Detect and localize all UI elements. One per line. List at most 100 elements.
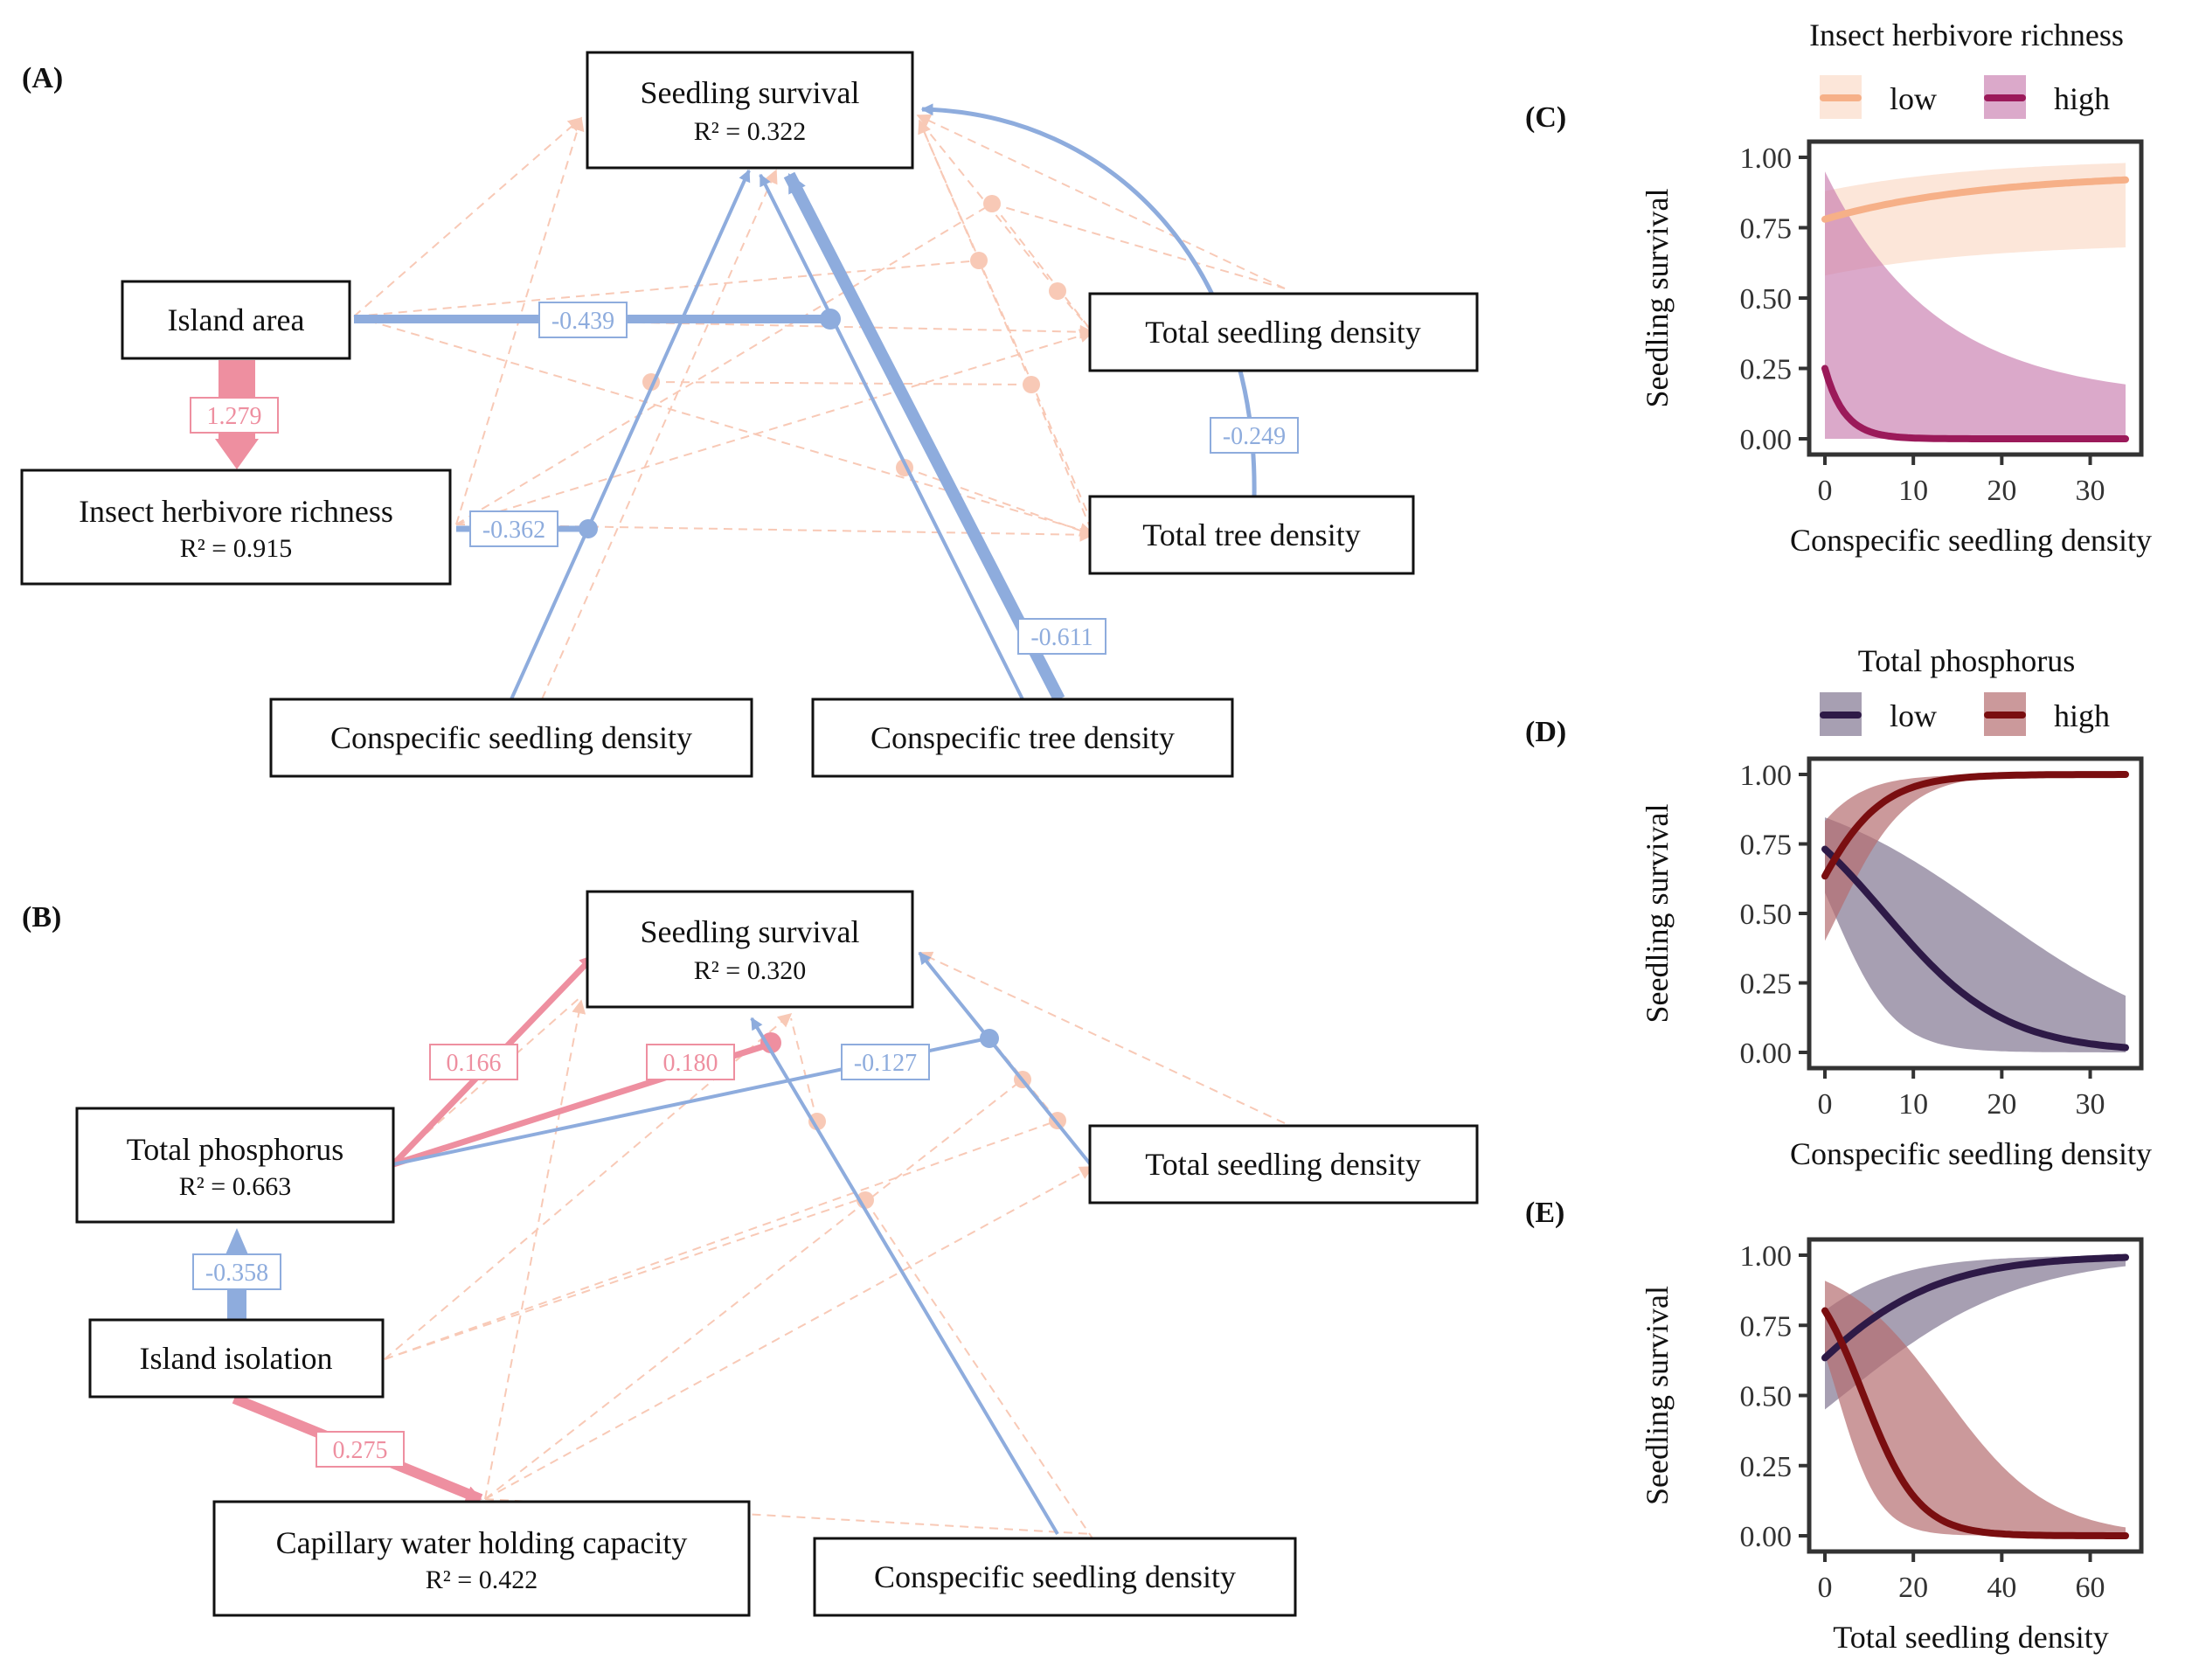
node-a-island-area: Island area <box>121 280 351 360</box>
path-a-conspecific-tree <box>759 173 1024 700</box>
y-tick-label: 0.25 <box>1740 968 1793 1001</box>
node-b-total-phosphorus: Total phosphorus R² = 0.663 <box>75 1107 395 1224</box>
node-b-consp-seedling-title: Conspecific seedling density <box>874 1559 1236 1594</box>
x-tick-label: 30 <box>2076 475 2105 507</box>
panel-b-label: (B) <box>22 901 61 934</box>
x-tick-label: 30 <box>2076 1088 2105 1121</box>
panel-a-negative-paths <box>354 103 1257 703</box>
band-low <box>1825 1255 2126 1410</box>
path-a-richness-totalseedling <box>455 329 1094 525</box>
node-b-capillary-box <box>212 1500 751 1617</box>
node-a-insect-richness-box <box>20 469 452 586</box>
coef-a-consptree-survival: -0.611 <box>1017 618 1106 655</box>
dot-a-3 <box>1049 282 1066 300</box>
path-b-totalseedling-survival-neg <box>918 951 1094 1169</box>
panel-a-nodes: Seedling survival R² = 0.322 Island area… <box>20 51 1479 778</box>
panel-b-positive-paths <box>232 953 781 1504</box>
coef-b-tp-survival-text: 0.166 <box>447 1050 502 1077</box>
path-a-interaction-j <box>904 467 1093 536</box>
path-b-capillary-survival <box>484 999 586 1500</box>
x-tick-label: 0 <box>1818 475 1833 507</box>
panel-a: 1.279 -0.439 -0.362 -0.249 -0.611 <box>20 51 1479 778</box>
coef-b-tp-interaction-consp-box <box>646 1044 735 1080</box>
y-tick-label: 0.75 <box>1740 830 1793 862</box>
coef-a-area-interaction: -0.439 <box>538 302 628 338</box>
panel-b-nonsig-dots <box>808 1071 1066 1209</box>
node-a-total-tree-title: Total tree density <box>1142 517 1360 552</box>
coef-b-tp-interaction-total-text: -0.127 <box>854 1050 917 1077</box>
node-b-capillary: Capillary water holding capacity R² = 0.… <box>212 1500 751 1617</box>
node-a-insect-richness: Insect herbivore richness R² = 0.915 <box>20 469 452 586</box>
node-a-insect-richness-r2: R² = 0.915 <box>180 534 292 563</box>
node-b-seedling-survival-box <box>586 890 914 1009</box>
node-b-capillary-title: Capillary water holding capacity <box>276 1525 688 1560</box>
node-b-island-isolation-title: Island isolation <box>140 1341 333 1376</box>
node-a-consp-tree-title: Conspecific tree density <box>871 720 1175 755</box>
node-b-island-isolation: Island isolation <box>88 1318 385 1399</box>
dot-b-1 <box>808 1113 826 1130</box>
y-tick-label: 0.75 <box>1740 1310 1793 1343</box>
coef-b-isolation-tp-box <box>192 1253 281 1290</box>
node-a-seedling-survival: Seedling survival R² = 0.322 <box>586 51 914 170</box>
node-b-capillary-r2: R² = 0.422 <box>426 1565 538 1594</box>
panel-label: (E) <box>1525 1197 1564 1229</box>
coef-a-richness-interaction: -0.362 <box>469 510 558 547</box>
path-a-interaction-c <box>991 203 1286 289</box>
y-axis-label: Seedling survival <box>1640 1286 1675 1505</box>
node-a-total-seedling-title: Total seedling density <box>1145 315 1420 350</box>
path-a-tree-survival <box>920 103 1257 499</box>
arrow-b-isolation-tp-head <box>224 1228 250 1259</box>
y-tick-label: 0.50 <box>1740 283 1793 316</box>
coef-a-tree-survival-box <box>1210 417 1299 454</box>
coef-a-area-interaction-box <box>538 302 628 338</box>
x-tick-label: 10 <box>1898 475 1928 507</box>
path-a-interaction-a <box>455 203 993 525</box>
node-a-total-tree: Total tree density <box>1088 495 1415 575</box>
node-b-total-phosphorus-r2: R² = 0.663 <box>179 1172 291 1201</box>
x-tick-label: 0 <box>1818 1572 1833 1604</box>
node-a-consp-seedling: Conspecific seedling density <box>269 698 753 778</box>
x-tick-label: 20 <box>1987 475 2016 507</box>
path-b-isolation-a <box>384 1197 866 1360</box>
node-b-consp-seedling: Conspecific seedling density <box>813 1537 1297 1617</box>
legend-label-high: high <box>2054 81 2110 116</box>
path-a-interaction-f <box>991 203 1093 333</box>
node-b-total-phosphorus-title: Total phosphorus <box>127 1132 343 1167</box>
path-b-interaction-a <box>790 1017 818 1122</box>
x-tick-label: 20 <box>1898 1572 1928 1604</box>
node-a-island-area-title: Island area <box>168 302 305 337</box>
panel-b-coefficients: 0.166 0.180 -0.127 -0.358 0.275 <box>192 1044 930 1468</box>
band-high <box>1825 171 2126 439</box>
x-tick-label: 0 <box>1818 1088 1833 1121</box>
path-a-area-tree <box>353 316 1094 537</box>
path-a-consptree-survival <box>783 171 1065 703</box>
y-tick-label: 1.00 <box>1740 142 1793 175</box>
node-b-consp-seedling-box <box>813 1537 1297 1617</box>
arrow-a-area-richness-head <box>215 439 259 469</box>
panel-b: 0.166 0.180 -0.127 -0.358 0.275 Se <box>22 890 1479 1617</box>
coef-a-consptree-survival-box <box>1017 618 1106 655</box>
dot-a-4 <box>1023 376 1040 393</box>
coef-a-area-interaction-text: -0.439 <box>551 308 614 335</box>
node-a-total-tree-box <box>1088 495 1415 575</box>
coef-a-consptree-survival-text: -0.611 <box>1030 624 1092 651</box>
path-a-interaction-k <box>650 381 1032 385</box>
line-low <box>1821 176 2129 223</box>
path-a-interaction-i <box>919 120 1032 385</box>
x-tick-label: 20 <box>1987 1088 2016 1121</box>
coef-b-isolation-tp: -0.358 <box>192 1253 281 1290</box>
coef-a-richness-interaction-text: -0.362 <box>482 517 545 544</box>
path-a-consp-survival <box>541 169 778 700</box>
coef-a-tree-survival-text: -0.249 <box>1223 423 1286 450</box>
y-axis-label: Seedling survival <box>1640 189 1675 408</box>
band-low <box>1825 817 2126 1052</box>
path-b-capillary-b <box>484 1498 1093 1535</box>
y-tick-label: 0.00 <box>1740 424 1793 456</box>
x-axis-label: Conspecific seedling density <box>1790 523 2152 558</box>
path-a-tree-survival2 <box>918 119 1093 525</box>
line-low <box>1821 845 2129 1052</box>
line-high <box>1821 771 2129 880</box>
path-b-capillary-a <box>484 1079 1023 1500</box>
